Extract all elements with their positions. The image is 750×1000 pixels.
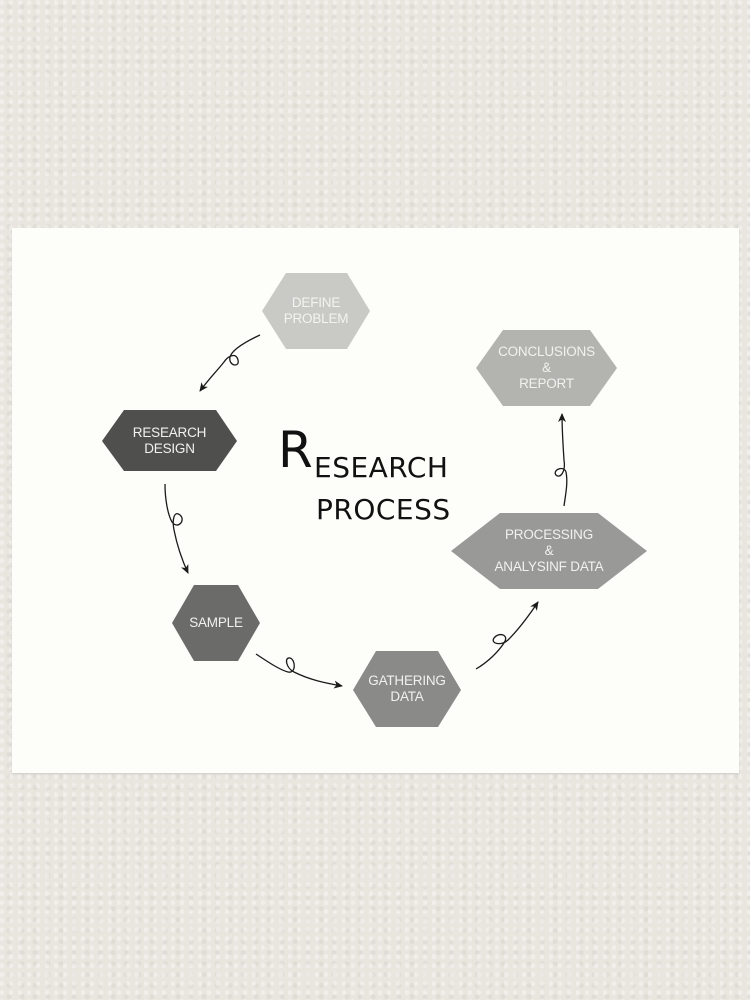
title-line1-rest: ESEARCH: [314, 451, 449, 484]
step-label-line: DESIGN: [144, 440, 195, 456]
research-design-hexagon: [102, 410, 237, 471]
step-label-line: DATA: [390, 689, 424, 704]
step-sample: SAMPLE: [172, 585, 260, 661]
step-label-line: &: [542, 360, 551, 375]
step-label-line: GATHERING: [368, 673, 446, 688]
step-research-design: RESEARCH DESIGN: [102, 410, 237, 471]
title-initial: R: [278, 421, 313, 479]
step-label-line: PROCESSING: [504, 527, 594, 542]
sample-hexagon: [172, 585, 260, 661]
step-label-line: &: [544, 543, 554, 558]
step-define-problem: DEFINE PROBLEM: [262, 273, 370, 349]
step-label-line: CONCLUSIONS: [498, 344, 595, 359]
arrow-sample-to-gathering-icon: [255, 653, 343, 689]
arrow-processing-to-conclusions-icon: [554, 413, 568, 507]
step-label-line: PROBLEM: [283, 311, 349, 326]
step-gathering-data: GATHERING DATA: [353, 651, 461, 727]
arrow-design-to-sample-icon: [164, 483, 189, 574]
arrow-gathering-to-processing-icon: [475, 601, 539, 670]
step-label-line: SAMPLE: [189, 615, 243, 630]
processing-analysing-hexagon: [451, 513, 647, 589]
step-conclusions-report: CONCLUSIONS & REPORT: [476, 330, 617, 406]
define-problem-hexagon: [262, 273, 370, 349]
arrow-define-to-design-icon: [199, 334, 261, 392]
step-label-line: ANALYSINF DATA: [494, 559, 604, 574]
step-label-line: REPORT: [519, 376, 574, 391]
conclusions-report-hexagon: [476, 330, 617, 406]
step-processing-analysing: PROCESSING & ANALYSINF DATA: [451, 513, 647, 589]
step-label-line: RESEARCH: [132, 424, 207, 440]
title-line2: PROCESS: [316, 493, 451, 526]
step-label-line: DEFINE: [291, 295, 341, 310]
gathering-data-hexagon: [353, 651, 461, 727]
